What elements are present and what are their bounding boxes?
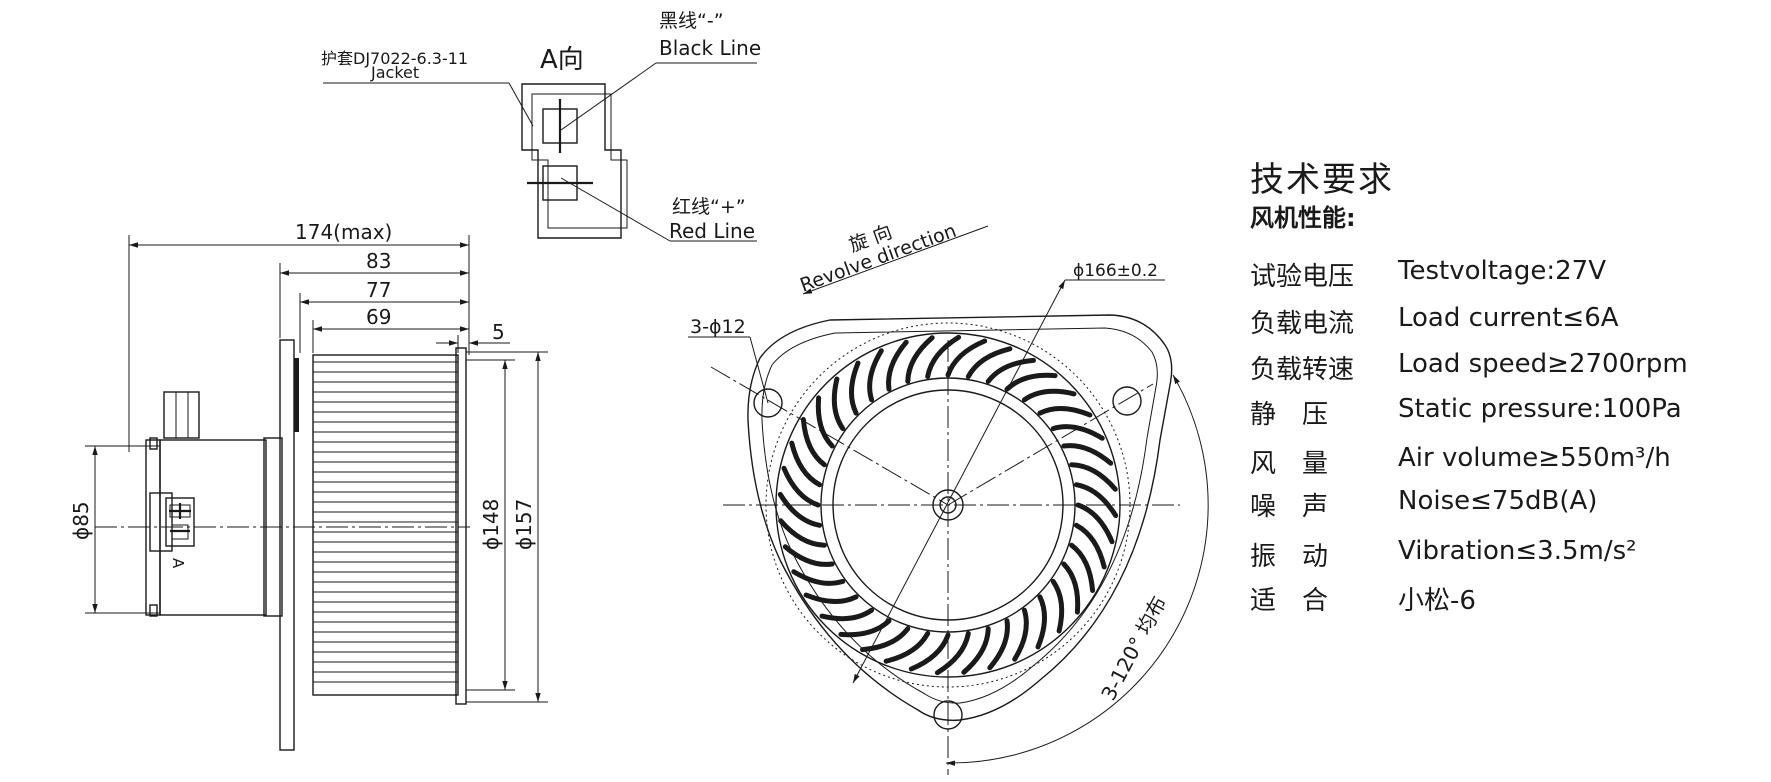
terminal-block	[149, 492, 173, 552]
wheel-blade	[934, 630, 971, 676]
dia-166-label: ϕ166±0.2	[1073, 261, 1158, 281]
spec-label: 负载转速	[1250, 355, 1355, 385]
mount-tab-bottom	[149, 604, 158, 617]
lead-exit	[163, 391, 200, 439]
black-line-cn: 黑线“-”	[659, 10, 724, 32]
spec-value: Load current≤6A	[1398, 303, 1619, 333]
mount-hole-right	[1112, 386, 1142, 416]
angle-label: 3-120° 均布	[1096, 592, 1171, 704]
wheel-blade	[945, 338, 988, 378]
wheel-blade	[1061, 561, 1081, 615]
side-view: 174(max) 83 77 69 5 ϕ85 ϕ148 ϕ157 A	[69, 220, 548, 751]
wheel-blade	[815, 395, 835, 449]
mounting-plate	[279, 339, 295, 751]
spec-value: Static pressure:100Pa	[1398, 394, 1682, 424]
wheel-blade	[803, 592, 859, 604]
front-view: ϕ166±0.2 3-ϕ12 旋 向 Revolve direction 3-1…	[688, 220, 1209, 775]
wheel-blade	[777, 491, 823, 528]
wheel-blade	[1075, 502, 1115, 545]
spec-value: Vibration≤3.5m/s²	[1398, 536, 1637, 566]
jacket-en: Jacket	[370, 63, 419, 82]
dim-77-label: 77	[366, 278, 391, 302]
wheel-blade	[1073, 482, 1119, 519]
angle-arc	[945, 374, 1209, 766]
mount-hole-left	[753, 388, 783, 418]
spec-label: 风 量	[1250, 449, 1329, 479]
spec-value: Air volume≥550m³/h	[1398, 443, 1671, 473]
wheel-blade	[1037, 406, 1093, 418]
view-marker-a: A	[169, 558, 187, 569]
red-line-cn: 红线“+”	[672, 196, 746, 218]
spec-label: 负载电流	[1250, 309, 1355, 339]
wheel-blade	[1012, 607, 1029, 662]
dim-83-label: 83	[366, 249, 391, 273]
spec-title: 技术要求	[1250, 160, 1394, 200]
wheel-blade	[1021, 388, 1077, 403]
view-a-title: A向	[540, 45, 584, 75]
wheel-blade	[1073, 522, 1107, 570]
spec-label: 振 动	[1250, 542, 1329, 572]
connector-view: A向 护套DJ7022-6.3-11 Jacket 黑线“-” Black Li…	[321, 10, 761, 243]
black-line-en: Black Line	[659, 36, 761, 60]
wheel-blade	[1061, 443, 1114, 466]
wheel-blade	[781, 465, 821, 508]
housing-outline	[747, 314, 1173, 721]
wheel-blade	[778, 518, 827, 548]
wheel-blade	[800, 417, 827, 468]
vertical-dimensions	[85, 351, 548, 703]
spec-label: 适 合	[1250, 586, 1329, 616]
horizontal-dimensions	[128, 235, 510, 452]
dia-148-label: ϕ148	[479, 499, 503, 550]
red-line-en: Red Line	[669, 219, 755, 243]
dim-69-label: 69	[366, 305, 391, 329]
wheel-end-disc	[455, 347, 467, 705]
wheel-blade	[908, 632, 951, 672]
spec-value: Noise≤75dB(A)	[1398, 486, 1598, 516]
wheel-blade	[925, 334, 962, 380]
wheel-ribs	[313, 361, 458, 683]
jacket-cn: 护套DJ7022-6.3-11	[321, 49, 468, 68]
spec-label: 静 压	[1250, 400, 1329, 430]
wheel-blade	[849, 360, 861, 416]
wheel-blade	[987, 618, 1010, 671]
wheel-blade	[791, 569, 846, 586]
wheel-blade	[782, 544, 835, 567]
side-connector	[165, 497, 195, 547]
wheel-blade	[883, 630, 931, 664]
spec-subtitle: 风机性能:	[1250, 204, 1356, 232]
wheel-blade	[789, 440, 823, 488]
spec-label: 试验电压	[1250, 262, 1355, 292]
spec-value: Testvoltage:27V	[1398, 256, 1606, 286]
wheel-blade	[1035, 594, 1047, 650]
wheel-blade	[1050, 578, 1065, 634]
wheel-outline	[312, 354, 459, 696]
dim-overall-label: 174(max)	[295, 220, 392, 244]
wheel-blade	[867, 348, 884, 403]
wheel-blade	[831, 376, 846, 432]
holes-label: 3-ϕ12	[690, 316, 746, 338]
wheel-blade	[965, 346, 1013, 380]
dia-85-label: ϕ85	[69, 501, 93, 540]
spec-value: 小松-6	[1398, 586, 1476, 616]
spec-label: 噪 声	[1250, 492, 1329, 522]
connector-outer	[521, 83, 622, 239]
wheel-blade	[886, 339, 909, 392]
spec-value: Load speed≥2700rpm	[1398, 349, 1688, 379]
plate-inner	[294, 358, 299, 432]
mount-tab-top	[149, 437, 158, 450]
connector-inner	[531, 93, 628, 229]
dia-157-label: ϕ157	[512, 499, 536, 550]
dim-5-label: 5	[492, 320, 505, 344]
